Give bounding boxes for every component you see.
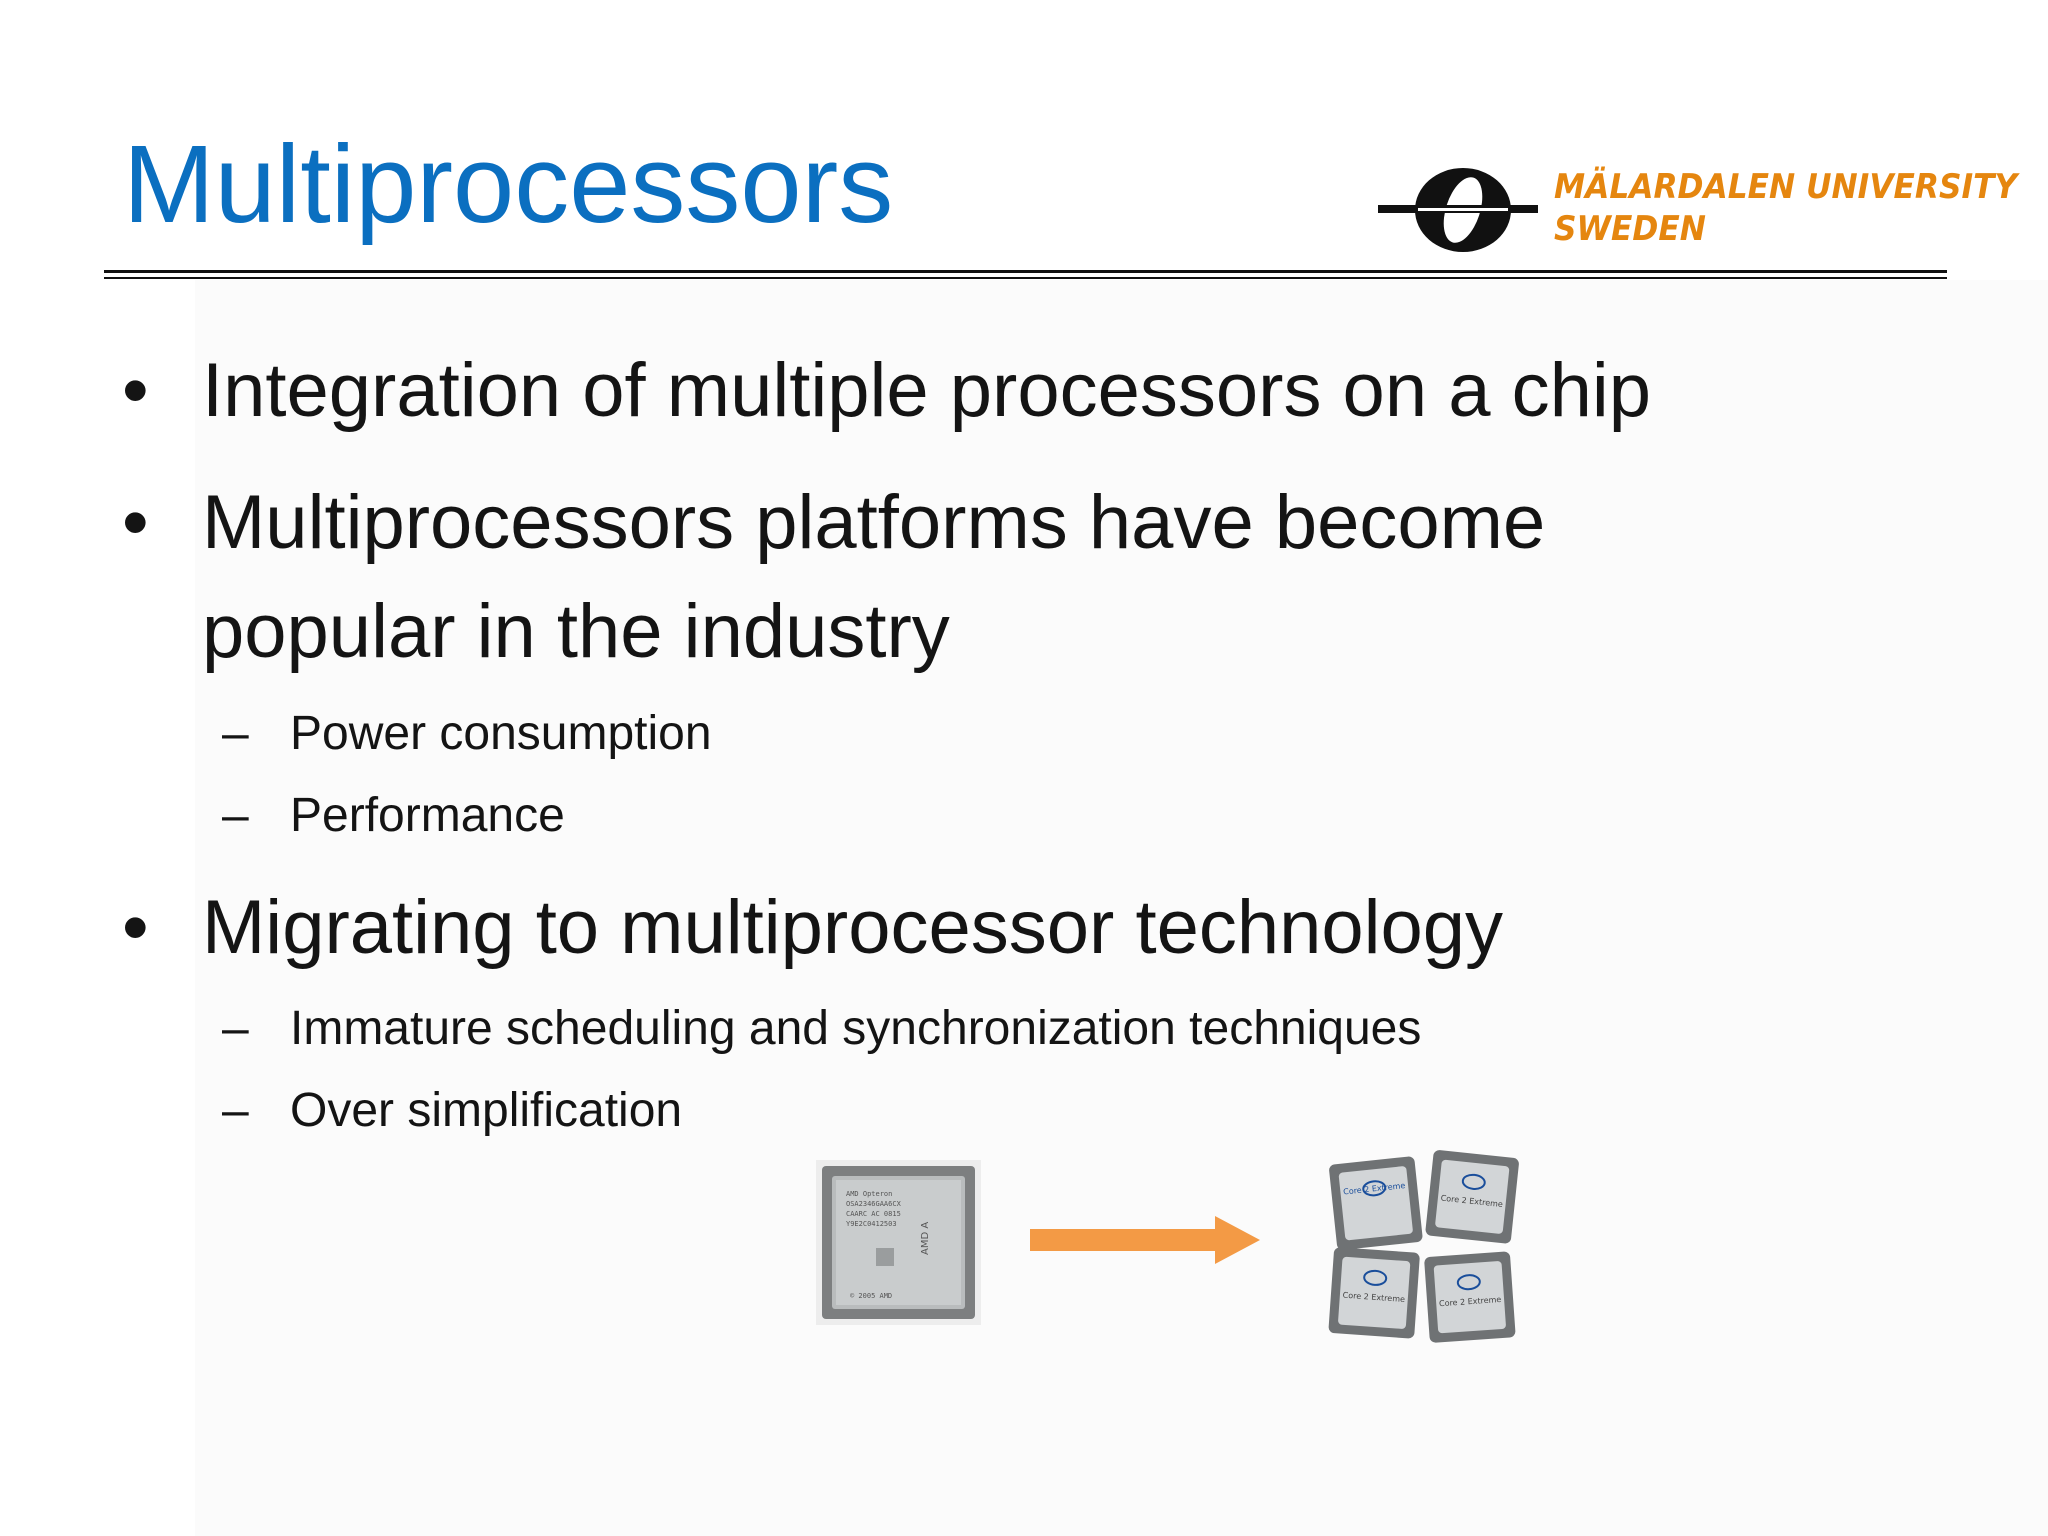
title-rule-thick (104, 270, 1947, 273)
svg-text:CAARC AC 0815: CAARC AC 0815 (846, 1210, 901, 1218)
sub-bullet-dash: – (222, 707, 249, 760)
logo-line-1: MÄLARDALEN UNIVERSITY (1554, 167, 2018, 207)
svg-text:Y9E2C0412503: Y9E2C0412503 (846, 1220, 897, 1228)
bullet-text: popular in the industry (202, 589, 950, 674)
svg-text:Core 2 Extreme: Core 2 Extreme (1439, 1295, 1502, 1308)
sub-bullet-text: Power consumption (290, 707, 712, 760)
sub-bullet-dash: – (222, 1002, 249, 1055)
content-background (195, 280, 2048, 1536)
migration-arrow-icon (1030, 1216, 1260, 1264)
sub-bullet-text: Over simplification (290, 1084, 683, 1137)
sub-bullet-text: Immature scheduling and synchronization … (290, 1002, 1422, 1055)
bullet-dot: • (122, 348, 149, 433)
sub-bullet-dash: – (222, 1084, 249, 1137)
university-emblem-icon (1378, 168, 1538, 252)
bullet-dot: • (122, 885, 149, 970)
logo-line-2: SWEDEN (1554, 209, 1706, 249)
university-logo-text: MÄLARDALEN UNIVERSITY SWEDEN (1554, 166, 2048, 250)
svg-text:© 2005 AMD: © 2005 AMD (850, 1292, 892, 1300)
svg-text:AMD A: AMD A (920, 1222, 931, 1255)
slide-title: Multiprocessors (123, 123, 894, 246)
bullet-text: Integration of multiple processors on a … (202, 348, 1652, 433)
svg-text:Core 2 Extreme: Core 2 Extreme (1342, 1291, 1405, 1304)
title-rule-thin (104, 277, 1947, 279)
single-processor-chip-image: AMD Opteron OSA2346GAA6CX CAARC AC 0815 … (816, 1160, 981, 1325)
sub-bullet-text: Performance (290, 789, 565, 842)
bullet-dot: • (122, 480, 149, 565)
svg-text:AMD Opteron: AMD Opteron (846, 1190, 892, 1198)
svg-text:OSA2346GAA6CX: OSA2346GAA6CX (846, 1200, 902, 1208)
sub-bullet-dash: – (222, 789, 249, 842)
multi-processor-chips-image: Core 2 Extreme Core 2 Extreme Core 2 Ext… (1328, 1150, 1519, 1343)
bullet-text: Migrating to multiprocessor technology (202, 885, 1504, 970)
bullet-text: Multiprocessors platforms have become (202, 480, 1546, 565)
university-logo: MÄLARDALEN UNIVERSITY SWEDEN (1378, 160, 2017, 260)
